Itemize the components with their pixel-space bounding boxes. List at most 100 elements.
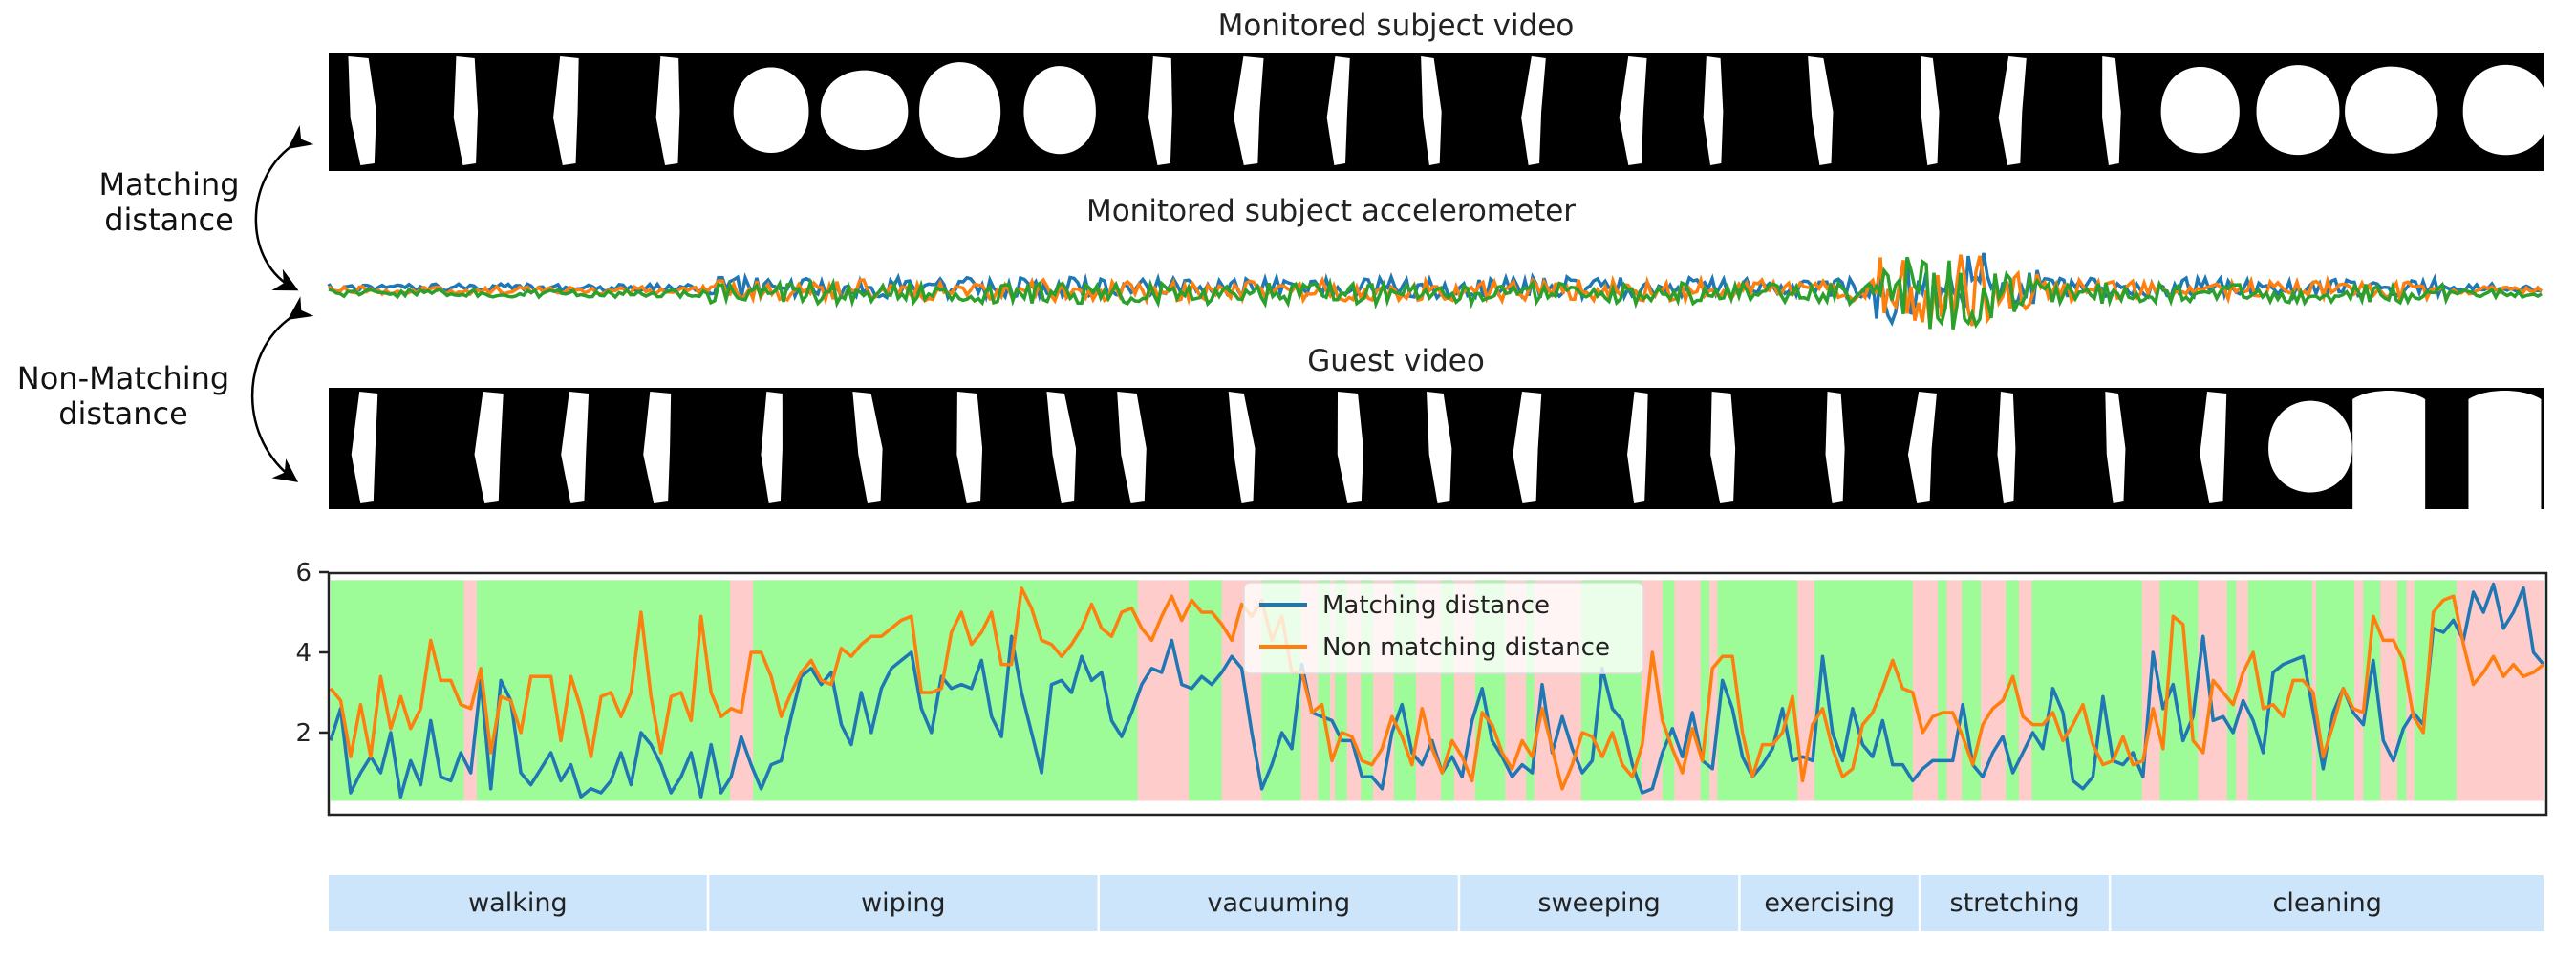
activity-vacuuming: vacuuming	[1099, 875, 1458, 931]
activity-exercising: exercising	[1740, 875, 1919, 931]
accelerometer-title: Monitored subject accelerometer	[1086, 194, 1576, 228]
match-region	[1937, 580, 1947, 801]
match-region	[1962, 580, 1982, 801]
activity-wiping: wiping	[709, 875, 1098, 931]
silhouette	[1326, 56, 1350, 165]
activity-segment	[1740, 875, 1919, 931]
match-region	[1662, 580, 1675, 801]
monitored-video-strip	[329, 53, 2549, 171]
silhouette	[733, 67, 809, 153]
matching-label-line1: Matching	[98, 166, 239, 202]
silhouette	[2345, 66, 2438, 154]
silhouette	[1825, 392, 1845, 503]
activity-segment	[329, 875, 707, 931]
silhouette	[2105, 392, 2126, 503]
match-region	[2226, 580, 2237, 801]
silhouette	[474, 392, 504, 503]
nonmatching-distance-line	[329, 586, 2545, 791]
matching-arrow	[254, 125, 314, 291]
legend-label-matching: Matching distance	[1322, 591, 1550, 620]
series-lines	[329, 582, 2545, 799]
silhouette	[1907, 392, 1937, 503]
silhouette	[1521, 56, 1546, 165]
silhouette	[1808, 56, 1834, 165]
match-region	[2396, 580, 2407, 801]
axes-frame	[327, 571, 2548, 817]
activity-sweeping: sweeping	[1460, 875, 1739, 931]
activity-segment	[2111, 875, 2544, 931]
silhouette	[1117, 392, 1147, 503]
silhouette	[553, 56, 579, 165]
match-region	[2006, 580, 2019, 801]
silhouette	[956, 392, 983, 503]
nonmatching-label-line2: distance	[58, 395, 188, 432]
silhouette	[1703, 56, 1724, 165]
activity-label: exercising	[1764, 888, 1895, 918]
guest-video-title: Guest video	[1307, 344, 1485, 378]
matching-label-line2: distance	[104, 202, 234, 238]
activity-cleaning: cleaning	[2111, 875, 2544, 931]
silhouette	[1234, 56, 1264, 165]
y-tick-label: 4	[295, 639, 311, 668]
match-region	[477, 580, 731, 801]
nonmatching-label-line1: Non-Matching	[17, 360, 229, 396]
y-tick-label: 6	[295, 559, 311, 587]
silhouette	[1427, 392, 1452, 503]
legend-box	[1243, 582, 1644, 674]
activity-stretching: stretching	[1921, 875, 2109, 931]
y-tick-label: 2	[295, 719, 311, 748]
match-region	[2031, 580, 2142, 801]
activity-segment	[1099, 875, 1458, 931]
silhouette	[1627, 392, 1648, 503]
activity-label: stretching	[1950, 888, 2080, 918]
silhouette	[1023, 66, 1096, 155]
silhouette	[348, 56, 376, 165]
silhouette	[919, 62, 1001, 158]
activity-segment	[709, 875, 1098, 931]
match-region	[2363, 580, 2381, 801]
silhouette	[1046, 392, 1077, 503]
silhouette	[2352, 391, 2426, 509]
guest-video-strip	[329, 388, 2544, 509]
match-region	[1526, 580, 1535, 801]
legend-label-nonmatching: Non matching distance	[1322, 633, 1610, 662]
silhouette	[561, 392, 590, 503]
activity-label: cleaning	[2273, 888, 2382, 918]
accelerometer-signal	[327, 252, 2544, 330]
activity-label: sweeping	[1538, 888, 1661, 918]
silhouette	[1619, 56, 1647, 165]
silhouette	[351, 392, 378, 503]
silhouette	[2462, 64, 2549, 156]
match-region	[2414, 580, 2457, 801]
legend: Matching distance Non matching distance	[1243, 582, 1644, 674]
match-region	[753, 580, 1138, 801]
activity-walking: walking	[329, 875, 707, 931]
video-title: Monitored subject video	[1218, 9, 1575, 43]
silhouette	[1997, 392, 2016, 503]
silhouette	[1421, 56, 1442, 165]
silhouette	[1228, 392, 1256, 503]
activity-segment	[1921, 875, 2109, 931]
accelerometer-axis-line	[328, 256, 2543, 330]
silhouette	[1337, 392, 1363, 503]
match-region	[2247, 580, 2312, 801]
match-region	[1814, 580, 1913, 801]
silhouette	[2268, 400, 2352, 493]
silhouette	[1921, 56, 1940, 165]
silhouette	[1710, 392, 1736, 503]
silhouette	[761, 392, 783, 503]
activity-segment	[1460, 875, 1739, 931]
silhouette	[453, 56, 479, 165]
y-ticks: 2 4 6	[295, 559, 329, 748]
silhouette	[1998, 56, 2027, 165]
distance-chart: 2 4 6 Matching distance Non matching dista…	[295, 559, 2548, 817]
silhouette	[1513, 392, 1542, 503]
silhouette	[2160, 66, 2240, 154]
silhouette	[655, 56, 680, 165]
nonmatching-arrow	[250, 296, 314, 482]
activity-label: walking	[468, 888, 568, 918]
match-region	[2159, 580, 2199, 801]
silhouette	[2200, 392, 2227, 503]
